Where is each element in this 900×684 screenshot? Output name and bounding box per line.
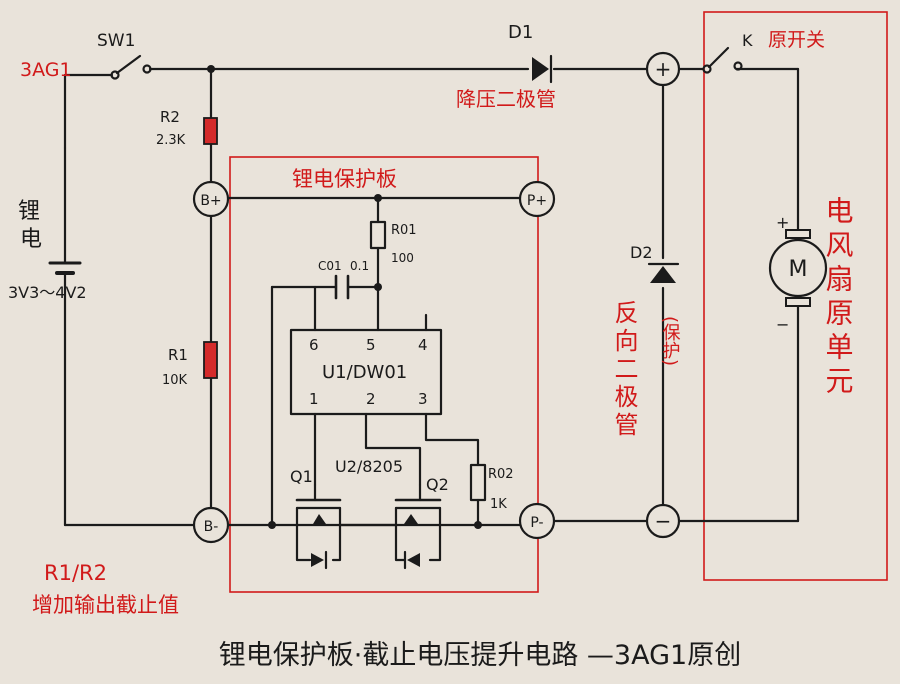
- label-r01-name: R01: [391, 223, 417, 238]
- label-pin3: 3: [418, 390, 428, 408]
- resistor-r02: [469, 463, 487, 502]
- label-q2: Q2: [426, 475, 449, 494]
- label-q1: Q1: [290, 467, 313, 486]
- label-r02-name: R02: [488, 467, 514, 482]
- node-p-minus: [518, 502, 556, 540]
- label-sw1: SW1: [97, 31, 135, 51]
- capacitor-c01: [334, 274, 350, 300]
- label-fuse-tag: 3AG1: [20, 59, 72, 81]
- node-plus: [645, 51, 681, 87]
- label-d1-desc: 降压二极管: [456, 87, 556, 111]
- node-plus-text: +: [655, 57, 672, 81]
- label-r02-val: 1K: [490, 497, 507, 512]
- node-b-plus-text: B+: [200, 193, 221, 209]
- fan-unit-box: [703, 11, 888, 581]
- battery-symbol: [48, 261, 82, 275]
- label-pin4: 4: [418, 336, 428, 354]
- label-pin6: 6: [309, 336, 319, 354]
- label-d2-desc: 反向二极管: [610, 300, 638, 440]
- label-c01-name: C01: [318, 259, 342, 273]
- label-u2: U2/8205: [335, 457, 403, 476]
- label-d2: D2: [630, 243, 653, 262]
- node-b-minus-text: B-: [204, 519, 219, 535]
- ic-dw01: [289, 328, 443, 416]
- motor: [768, 229, 828, 307]
- motor-letter: M: [789, 257, 808, 282]
- diode-d1: [532, 54, 553, 84]
- label-r01-val: 100: [391, 251, 414, 265]
- resistor-r01: [369, 220, 387, 250]
- node-p-plus-text: P+: [527, 193, 547, 209]
- junction-dots: [207, 65, 482, 529]
- node-p-plus: [518, 180, 556, 218]
- label-r2-val: 2.3K: [156, 133, 186, 148]
- node-minus-text: −: [655, 509, 672, 533]
- motor-minus-sign: −: [776, 315, 789, 334]
- label-pin1: 1: [309, 390, 319, 408]
- label-fan-unit: 电风扇原单元: [822, 196, 855, 400]
- resistor-r1: [203, 341, 218, 379]
- label-pin5: 5: [366, 336, 376, 354]
- diode-d2: [647, 262, 680, 283]
- label-r2-name: R2: [160, 108, 180, 126]
- label-d1: D1: [508, 22, 533, 43]
- node-p-minus-text: P-: [530, 515, 543, 531]
- node-b-minus: [192, 506, 230, 544]
- node-b-plus: [192, 180, 230, 218]
- label-r-note-2: 增加输出截止值: [32, 593, 179, 617]
- protection-board-box: [229, 156, 539, 593]
- mosfet-q2: [394, 483, 442, 570]
- label-battery-2: 电: [20, 227, 42, 252]
- label-ic: U1/DW01: [322, 362, 407, 383]
- caption: 锂电保护板·截止电压提升电路 —3AG1原创: [219, 640, 741, 671]
- switch-k: [702, 46, 743, 74]
- label-r1-val: 10K: [162, 373, 188, 388]
- label-battery-volt: 3V3～4V2: [8, 283, 87, 302]
- mosfet-q1: [295, 483, 342, 570]
- label-r-note-1: R1/R2: [44, 561, 107, 585]
- label-board-title: 锂电保护板: [292, 167, 397, 191]
- node-minus: [645, 503, 681, 539]
- label-battery-1: 锂: [18, 199, 40, 224]
- switch-sw1: [110, 54, 152, 80]
- label-k: K: [742, 31, 753, 50]
- label-d2-note: (保护): [660, 316, 681, 366]
- resistor-r2: [203, 117, 218, 145]
- motor-plus-sign: +: [776, 213, 789, 232]
- label-c01-val: 0.1: [350, 259, 369, 273]
- label-pin2: 2: [366, 390, 376, 408]
- label-r1-name: R1: [168, 346, 188, 364]
- label-orig-switch: 原开关: [768, 29, 825, 51]
